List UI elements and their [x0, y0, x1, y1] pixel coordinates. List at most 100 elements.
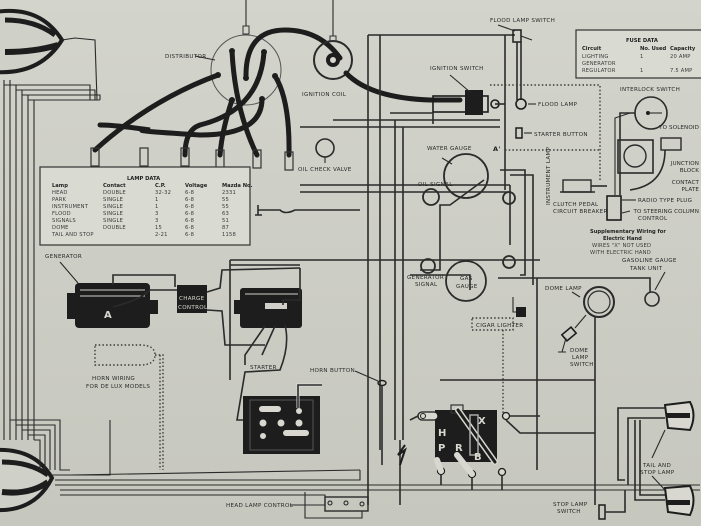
flood-lamp-label: FLOOD LAMP [538, 102, 578, 108]
lamp-data-cell: 6-8 [185, 211, 194, 217]
lamp-data-cell: SINGLE [103, 197, 123, 203]
fuse-data-header: No. Used [640, 46, 667, 52]
ignition-coil: IGNITION COIL [302, 0, 463, 103]
lamp-data-cell: 63 [222, 211, 229, 217]
fuse-data-header: Capacity [670, 46, 696, 52]
stop-lamp-switch: STOP LAMP SWITCH [553, 490, 626, 520]
water-gauge: WATER GAUGE [420, 146, 489, 271]
lamp-data-header: Voltage [185, 183, 208, 189]
lamp-data-cell: 1 [155, 204, 159, 210]
radio-type-plug: RADIO TYPE PLUG TO STEERING COLUMN CONTR… [590, 195, 699, 256]
lamp-data-cell: 6-8 [185, 197, 194, 203]
junction-a-label: A' [493, 145, 501, 153]
gas-gauge-label-1: GAS [460, 276, 473, 282]
oil-check-valve: OIL CHECK VALVE [298, 138, 352, 173]
cigar-lighter: CIGAR LIGHTER [471, 297, 526, 415]
lamp-data-cell: DOUBLE [103, 190, 126, 196]
instrument-lamps: INSTRUMENT LAMP [500, 146, 552, 285]
flood-lamp: FLOOD LAMP [515, 98, 578, 110]
fuse-data-cell: 7.5 AMP [670, 68, 692, 74]
charge-control-label-2: CONTROL [178, 305, 208, 311]
tail-and-stop-lamp-label-1: TAIL AND [642, 463, 671, 469]
lamp-data-cell: FLOOD [52, 211, 71, 217]
terminal-block [243, 383, 322, 454]
generator-signal: GENERATOR SIGNAL [407, 258, 444, 288]
switch-letter-b: B [474, 452, 482, 463]
dome-lamp: DOME LAMP [536, 278, 615, 505]
head-lamp-top [0, 8, 98, 101]
horn-button: HORN BUTTON [310, 368, 387, 465]
horn-wiring: HORN WIRING FOR DE LUX MODELS [86, 344, 164, 470]
starter-label: STARTER [250, 365, 277, 371]
gas-gauge-label-2: GAUGE [456, 284, 478, 290]
contact-plate: CONTACT PLATE [617, 139, 700, 193]
to-steering-column-label-1: TO STEERING COLUMN [632, 209, 699, 215]
stop-lamp-switch-label-1: STOP LAMP [553, 502, 588, 508]
lamp-data-cell: 6-8 [185, 190, 194, 196]
junction-block-label-1: JUNCTION [670, 161, 699, 167]
dome-lamp-switch-label-3: SWITCH [570, 362, 594, 368]
to-steering-column-label-2: CONTROL [638, 216, 668, 222]
flood-lamp-switch-label: FLOOD LAMP SWITCH [490, 18, 555, 24]
water-gauge-label: WATER GAUGE [427, 146, 472, 152]
oil-check-valve-label: OIL CHECK VALVE [298, 167, 352, 173]
lamp-data-header: Contact [103, 183, 126, 189]
charge-control-label-1: CHARGE [179, 296, 205, 302]
fuse-data-cell: 1 [640, 68, 644, 74]
lamp-data-cell: 55 [222, 197, 229, 203]
gasoline-gauge-label-2: TANK UNIT [629, 266, 663, 272]
lamp-data-cell: 32-32 [155, 190, 171, 196]
lamp-data-cell: 55 [222, 204, 229, 210]
fuse-data-cell: LIGHTING [582, 54, 609, 60]
contact-plate-label-2: PLATE [682, 187, 700, 193]
tail-and-stop-lamp-label-2: STOP LAMP [640, 470, 675, 476]
gasoline-gauge-label-1: GASOLINE GAUGE [622, 258, 677, 264]
ignition-switch: IGNITION SWITCH [430, 66, 500, 115]
ignition-switch-label: IGNITION SWITCH [430, 66, 484, 72]
light-switch: H X P R B [397, 404, 595, 490]
oil-signal-label: OIL SIGNAL [418, 182, 453, 188]
distributor-label: DISTRIBUTOR [165, 54, 206, 60]
left-wire-harness [3, 80, 700, 505]
junction-block: TO SOLENOID JUNCTION BLOCK [629, 125, 699, 191]
fuse-data-cell: REGULATOR [582, 68, 616, 74]
dome-lamp-switch: DOME LAMP SWITCH [558, 314, 594, 368]
generator-terminal-label: A [104, 310, 112, 321]
horn-wiring-label-1: HORN WIRING [92, 376, 135, 382]
generator: A GENERATOR [45, 254, 180, 328]
switch-letter-h: H [438, 428, 446, 439]
head-lamp-control: HEAD LAMP CONTROL [226, 492, 369, 519]
lamp-data-cell: SIGNALS [52, 218, 76, 224]
tail-and-stop-lamps: TAIL AND STOP LAMP [617, 400, 695, 517]
lamp-data-cell: 6-8 [185, 204, 194, 210]
lamp-data-header: Lamp [52, 183, 68, 189]
lamp-data-title: LAMP DATA [127, 176, 160, 182]
lamp-data-cell: 87 [222, 225, 229, 231]
gasoline-gauge-tank-unit: GASOLINE GAUGE TANK UNIT [498, 258, 677, 307]
dome-lamp-label: DOME LAMP [545, 286, 582, 292]
fuse-data-cell: 20 AMP [670, 54, 691, 60]
lamp-data-cell: 2331 [222, 190, 236, 196]
lamp-data-cell: PARK [52, 197, 67, 203]
flood-lamp-switch: FLOOD LAMP SWITCH [490, 18, 555, 100]
clutch-pedal-label-2: CIRCUIT BREAKER [553, 209, 608, 215]
stop-lamp-switch-label-2: SWITCH [557, 509, 581, 515]
head-lamp-control-label: HEAD LAMP CONTROL [226, 503, 294, 509]
interlock-switch-label: INTERLOCK SWITCH [620, 87, 680, 93]
generator-signal-label-2: SIGNAL [415, 282, 438, 288]
supplementary-label-2: Electric Hand [603, 236, 642, 242]
fuse-data-cell: GENERATOR [582, 61, 616, 67]
lamp-data-cell: 6-8 [185, 225, 194, 231]
starter-button-label: STARTER BUTTON [534, 132, 588, 138]
lamp-data-cell: 3 [155, 218, 159, 224]
charge-control: CHARGE CONTROL [177, 267, 301, 346]
dome-lamp-switch-label-2: LAMP [572, 355, 589, 361]
lamp-data-header: Mazda No. [222, 183, 253, 189]
lamp-data-cell: 6-8 [185, 218, 194, 224]
lamp-data-cell: 1 [155, 197, 159, 203]
lamp-data-cell: DOME [52, 225, 69, 231]
supplementary-label-3: WIRES "X" NOT USED [592, 243, 651, 249]
contact-plate-label-1: CONTACT [672, 180, 700, 186]
lamp-data-cell: SINGLE [103, 218, 123, 224]
